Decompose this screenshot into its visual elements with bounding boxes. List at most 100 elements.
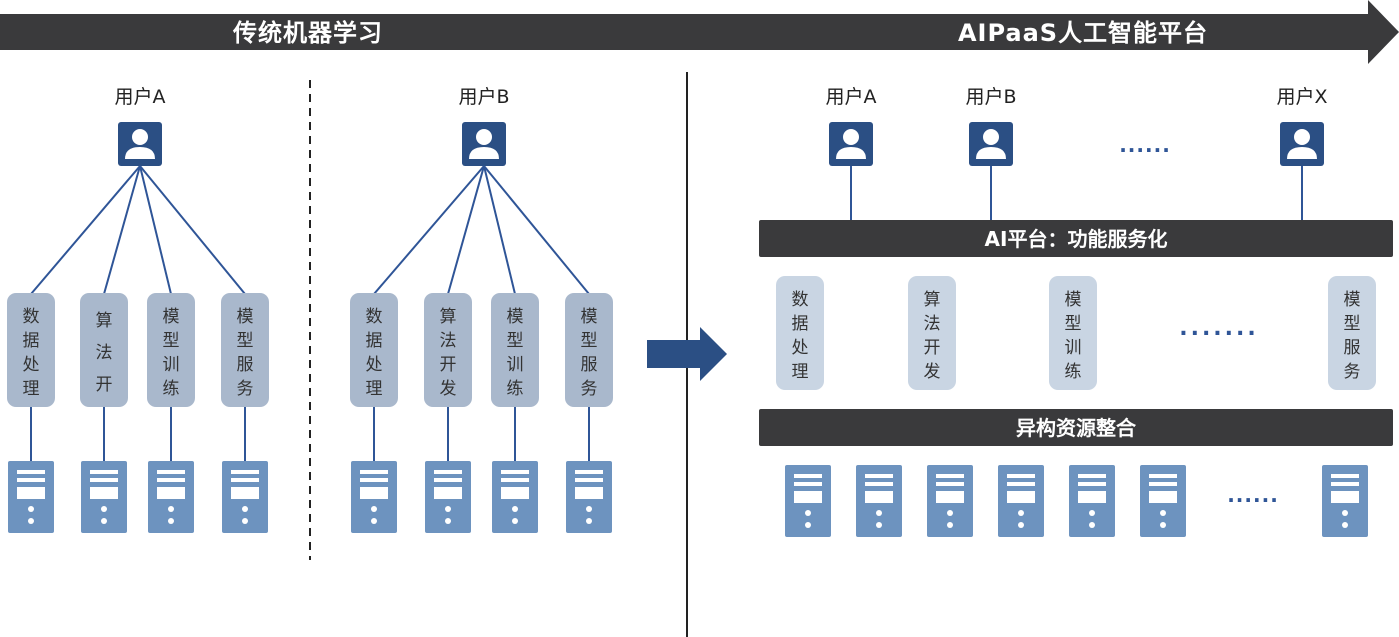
function-char: 训 [163,355,180,375]
function-char: 服 [1344,338,1361,358]
server-icon [148,461,194,533]
traditional-group-a: 用户A 数 据 处 理 算 法 开 发 模 型 [7,86,269,533]
function-char: 开 [96,375,113,395]
function-char: 模 [581,307,598,327]
function-char: 理 [792,362,809,382]
function-char: 型 [1065,314,1082,334]
function-char: 务 [1344,362,1361,382]
server-icon [1069,465,1115,537]
function-char: 发 [924,362,941,382]
function-char: 服 [237,355,254,375]
function-char: 数 [23,307,40,327]
function-char: 算 [440,307,457,327]
server-icon [8,461,54,533]
platform-bar: AI平台：功能服务化 [759,220,1393,257]
server-icon [998,465,1044,537]
user-icon [462,122,506,166]
function-box: 模 型 训 练 [491,293,539,407]
function-char: 开 [924,338,941,358]
function-char: 练 [1065,362,1082,382]
function-char: 服 [581,355,598,375]
servers-ellipsis: ...... [1227,483,1279,507]
user-icon [118,122,162,166]
platform-function-box: 数 据 处 理 [776,276,824,390]
function-char: 据 [792,314,809,334]
function-box: 算 法 开 [80,293,128,407]
user-label: 用户A [115,86,166,108]
header-left-title: 传统机器学习 [232,19,383,47]
server-icon [222,461,268,533]
user-connectors [850,166,1303,221]
platform-user-label: 用户X [1276,86,1327,108]
function-char: 理 [23,379,40,399]
connector-lines [30,165,246,462]
server-icon [425,461,471,533]
header-band: 传统机器学习 AIPaaS人工智能平台 [0,0,1399,64]
user-icon [829,122,873,166]
function-char: 型 [237,331,254,351]
function-box: 模 型 训 练 [147,293,195,407]
function-char: 算 [96,311,113,331]
function-char: 练 [507,379,524,399]
function-box: 数 据 处 理 [350,293,398,407]
function-char: 数 [792,290,809,310]
function-box: 数 据 处 理 [7,293,55,407]
function-char: 型 [581,331,598,351]
server-icon [856,465,902,537]
function-char: 模 [237,307,254,327]
server-icon [351,461,397,533]
function-char: 算 [924,290,941,310]
platform-section: 用户A 用户B 用户X ...... AI平台：功能服务化 数 据 处 理 算 … [759,86,1393,537]
function-char: 模 [1344,290,1361,310]
function-char: 开 [440,355,457,375]
user-icon [969,122,1013,166]
platform-function-box: 模 型 训 练 [1049,276,1097,390]
server-icon [566,461,612,533]
users-ellipsis: ...... [1119,133,1171,157]
function-char: 法 [96,343,113,363]
function-char: 模 [163,307,180,327]
function-char: 模 [507,307,524,327]
function-char: 理 [366,379,383,399]
function-box: 算 法 开 发 [424,293,472,407]
function-char: 务 [237,379,254,399]
traditional-group-b: 用户B 数 据 处 理 算 法 开 发 模 型 [350,86,613,533]
function-char: 型 [507,331,524,351]
header-right-title: AIPaaS人工智能平台 [958,19,1208,47]
right-arrow-icon [647,327,727,381]
function-box: 模 型 服 务 [565,293,613,407]
server-icon [1322,465,1368,537]
platform-user-label: 用户B [965,86,1016,108]
function-char: 训 [1065,338,1082,358]
function-char: 法 [440,331,457,351]
function-char: 处 [23,355,40,375]
function-char: 训 [507,355,524,375]
function-char: 处 [366,355,383,375]
function-char: 发 [440,379,457,399]
platform-function-box: 算 法 开 发 [908,276,956,390]
user-label: 用户B [458,86,509,108]
function-char: 型 [1344,314,1361,334]
resource-bar-label: 异构资源整合 [1016,416,1137,440]
function-box: 模 型 服 务 [221,293,269,407]
function-char: 练 [163,379,180,399]
server-icon [1140,465,1186,537]
platform-function-box: 模 型 服 务 [1328,276,1376,390]
resource-bar: 异构资源整合 [759,409,1393,446]
function-char: 模 [1065,290,1082,310]
server-icon [492,461,538,533]
server-icon [927,465,973,537]
platform-bar-label: AI平台：功能服务化 [985,227,1168,251]
connector-lines [373,165,590,462]
server-icon [785,465,831,537]
function-char: 数 [366,307,383,327]
function-char: 务 [581,379,598,399]
function-char: 型 [163,331,180,351]
function-char: 处 [792,338,809,358]
user-icon [1280,122,1324,166]
server-icon [81,461,127,533]
function-char: 据 [23,331,40,351]
function-char: 法 [924,314,941,334]
functions-ellipsis: ....... [1179,316,1259,341]
function-char: 据 [366,331,383,351]
